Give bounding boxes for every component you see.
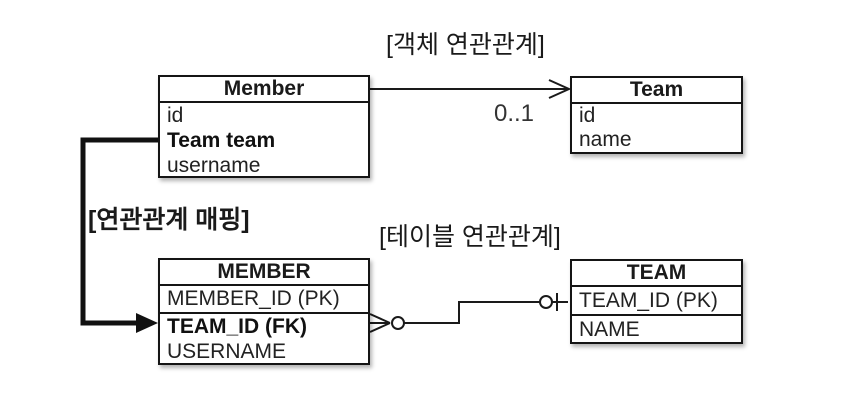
team-object-entity: Team id name [570, 76, 743, 154]
member-object-entity: Member id Team team username [158, 75, 370, 178]
team-column-name: NAME [579, 318, 640, 341]
member-column-team-id: TEAM_ID (FK) [167, 315, 307, 338]
arrow-head-icon [548, 79, 572, 99]
team-table-entity: TEAM TEAM_ID (PK) NAME [570, 259, 743, 344]
member-field-team: Team team [167, 129, 276, 152]
mapping-section-label: [연관관계 매핑] [88, 206, 250, 234]
team-object-entity-name: Team [572, 78, 741, 104]
member-table-entity: MEMBER MEMBER_ID (PK) TEAM_ID (FK) USERN… [158, 258, 370, 365]
mapping-arrow-head-icon [136, 313, 158, 333]
crow-foot-many-icon [369, 313, 391, 333]
team-field-name: name [579, 128, 632, 151]
team-column-team-id: TEAM_ID (PK) [572, 287, 741, 316]
object-association-title: [객체 연관관계] [386, 31, 545, 59]
member-field-id: id [167, 104, 184, 127]
multiplicity-label: 0..1 [494, 100, 535, 127]
team-table-name: TEAM [572, 261, 741, 287]
team-field-id: id [579, 104, 596, 127]
member-column-username: USERNAME [167, 340, 287, 363]
member-object-entity-name: Member [160, 77, 368, 103]
optional-circle-icon-member-side [391, 316, 405, 330]
member-field-username: username [167, 154, 261, 177]
mapping-arrow-line [80, 137, 158, 326]
optional-circle-icon-team-side [539, 295, 553, 309]
member-team-table-relationship-line [404, 301, 568, 324]
member-column-member-id: MEMBER_ID (PK) [160, 286, 368, 314]
member-table-name: MEMBER [160, 260, 368, 286]
table-association-title: [테이블 연관관계] [379, 223, 561, 251]
